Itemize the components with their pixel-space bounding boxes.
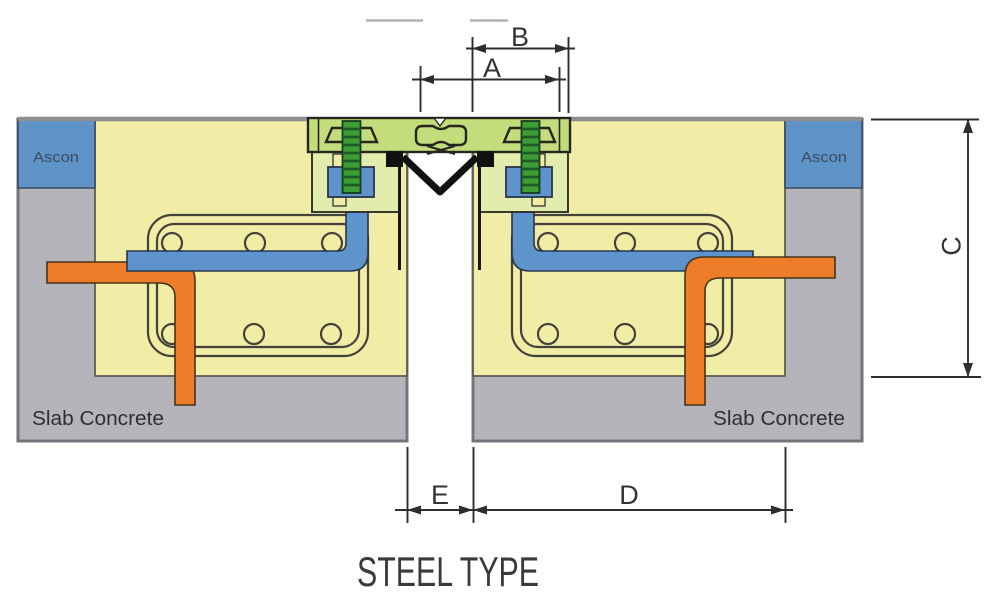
rebar-section	[613, 231, 637, 255]
dim-label-b: B	[511, 22, 529, 52]
left-anchor-bolt	[341, 120, 362, 194]
rebar-section	[243, 231, 267, 255]
rebar-section	[696, 231, 720, 255]
joint-edge-plates	[398, 150, 481, 270]
ascon-label-left: Ascon	[33, 149, 79, 166]
dim-label-c: C	[937, 236, 967, 256]
slab-concrete-label-right: Slab Concrete	[713, 408, 845, 430]
plate-seams	[317, 118, 561, 152]
dimension-a: A	[412, 53, 566, 112]
right-seal-clamp	[477, 151, 494, 167]
rebar-section	[160, 231, 184, 255]
center-bowtie-block	[414, 124, 468, 147]
v-rubber-seal	[400, 154, 480, 196]
rebar-section	[319, 322, 343, 346]
rebar-section	[613, 322, 637, 346]
plate-center-notch	[432, 117, 448, 128]
slab-concrete-label-left: Slab Concrete	[32, 408, 164, 430]
rebar-section	[536, 231, 560, 255]
dim-label-e: E	[431, 480, 449, 510]
rebar-section	[320, 231, 344, 255]
ascon-label-right: Ascon	[801, 149, 847, 166]
dimension-c: C	[871, 118, 981, 378]
right-anchor-bolt	[520, 120, 541, 194]
right-orange-dowel-bar	[684, 256, 836, 406]
left-ascon-block	[17, 118, 96, 189]
dim-label-d: D	[619, 480, 639, 510]
rebar-section	[536, 322, 560, 346]
diagram-title: STEEL TYPE	[357, 548, 539, 595]
left-rebar-loop	[146, 213, 370, 358]
left-seal-clamp	[386, 151, 403, 167]
rebar-section	[242, 322, 266, 346]
dimension-e-d: E D	[395, 447, 793, 523]
dim-label-a: A	[483, 53, 501, 83]
right-ascon-block	[784, 118, 863, 189]
steel-joint-assembly	[306, 116, 572, 270]
dimension-b: B	[466, 22, 575, 113]
center-cross-mark	[426, 145, 456, 155]
left-blue-anchor-bar	[126, 195, 369, 272]
